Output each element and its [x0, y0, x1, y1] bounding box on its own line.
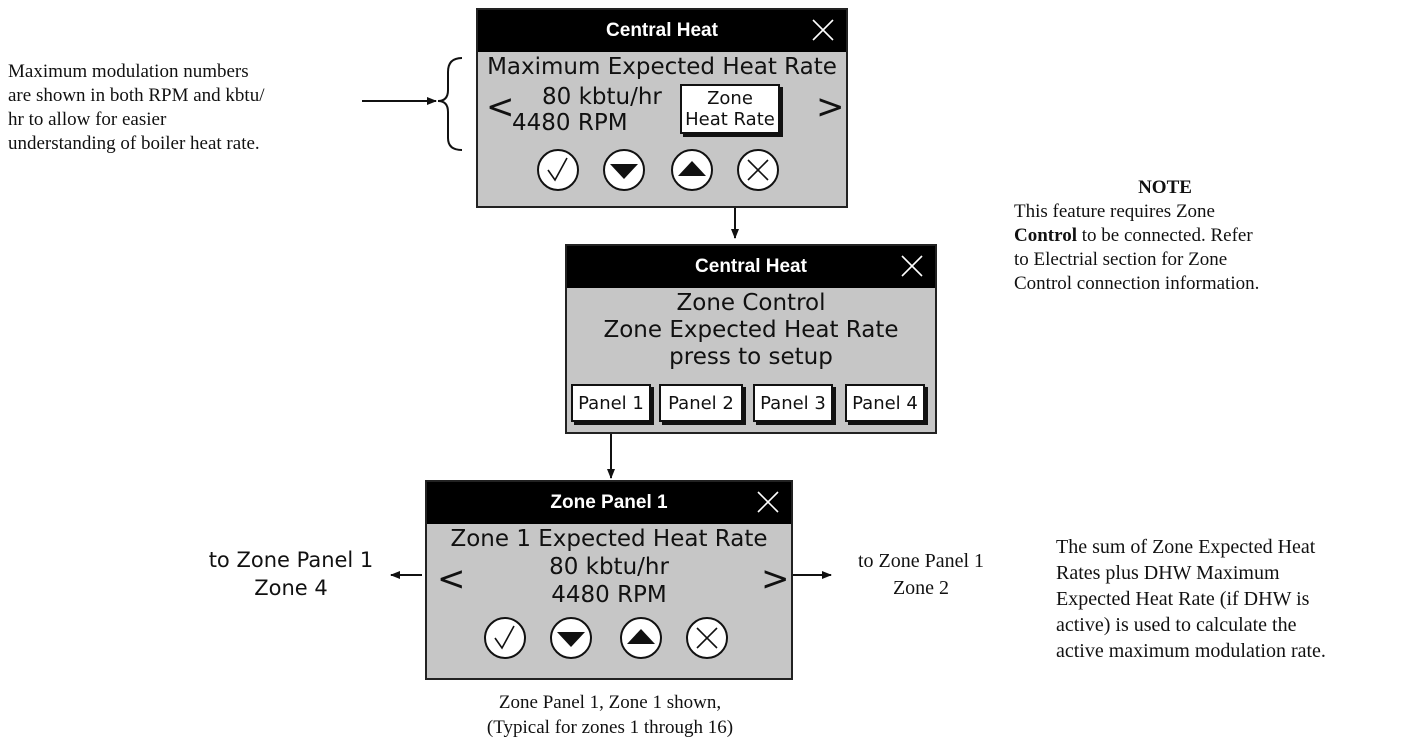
left-note-line: Maximum modulation numbers	[8, 61, 249, 82]
down-arrow-icon[interactable]	[602, 148, 646, 192]
right-nav-line: to Zone Panel 1	[857, 550, 985, 572]
screen-title: Central Heat	[606, 20, 718, 41]
note-heading: NOTE	[1138, 177, 1192, 198]
close-icon[interactable]	[810, 17, 836, 43]
caption-line: Zone Panel 1, Zone 1 shown,	[498, 692, 722, 713]
left-nav-line: to Zone Panel 1	[208, 548, 374, 572]
left-nav-line: Zone 4	[254, 576, 328, 600]
left-note-line: are shown in both RPM and kbtu/	[8, 85, 265, 106]
right-note-line: active) is used to calculate the	[1056, 614, 1297, 636]
check-icon[interactable]	[536, 148, 580, 192]
right-note-line: Rates plus DHW Maximum	[1056, 562, 1280, 584]
right-note-line: The sum of Zone Expected Heat	[1056, 536, 1316, 558]
screen-central-heat-max-rate: Central Heat Maximum Expected Heat Rate …	[476, 8, 848, 208]
note-bold-word: Control	[1014, 225, 1077, 246]
left-nav-label: to Zone Panel 1 Zone 4	[196, 546, 386, 602]
kbtu-value: 80 kbtu/hr	[549, 554, 669, 580]
rpm-value: 4480 RPM	[512, 110, 628, 136]
note-line: to Electrial section for Zone	[1014, 249, 1228, 270]
screen-title: Zone Panel 1	[550, 492, 668, 513]
right-note: The sum of Zone Expected Heat Rates plus…	[1056, 534, 1326, 664]
note-line: Control to be connected. Refer	[1014, 224, 1260, 248]
screen-central-heat-zone-control: Central Heat Zone Control Zone Expected …	[565, 244, 937, 434]
caption-line: (Typical for zones 1 through 16)	[486, 717, 734, 738]
right-nav-line: Zone 2	[892, 577, 950, 599]
screen-title: Central Heat	[695, 256, 807, 277]
left-note: Maximum modulation numbers are shown in …	[8, 60, 265, 156]
rpm-value: 4480 RPM	[551, 582, 667, 608]
panel-1-button[interactable]: Panel 1	[571, 384, 651, 422]
heading-text: Maximum Expected Heat Rate	[487, 54, 837, 80]
zone-heading-text: Zone 1 Expected Heat Rate	[450, 526, 768, 552]
check-icon[interactable]	[483, 616, 527, 660]
screen-header: Zone Panel 1	[427, 482, 791, 524]
zone-heat-rate-label-1: Zone	[707, 88, 753, 109]
zone-heat-rate-label-2: Heat Rate	[685, 109, 775, 130]
prev-arrow[interactable]: <	[486, 87, 515, 127]
note-line-rest: to be connected. Refer	[1076, 225, 1253, 246]
zone-heat-rate-button[interactable]: Zone Heat Rate	[680, 84, 780, 134]
press-setup-text: press to setup	[669, 344, 833, 370]
right-note-line: Expected Heat Rate (if DHW is	[1056, 588, 1310, 610]
note-block: NOTE This feature requires Zone Control …	[1014, 176, 1260, 296]
screen-zone-panel-1: Zone Panel 1 Zone 1 Expected Heat Rate 8…	[425, 480, 793, 680]
cancel-icon[interactable]	[736, 148, 780, 192]
up-arrow-icon[interactable]	[670, 148, 714, 192]
left-note-line: hr to allow for easier	[8, 109, 167, 130]
close-icon[interactable]	[899, 253, 925, 279]
down-arrow-icon[interactable]	[549, 616, 593, 660]
zone-expected-text: Zone Expected Heat Rate	[603, 317, 899, 343]
screen-header: Central Heat	[478, 10, 846, 52]
note-line: This feature requires Zone	[1014, 201, 1215, 222]
cancel-icon[interactable]	[685, 616, 729, 660]
prev-arrow[interactable]: <	[437, 559, 466, 599]
right-nav-label: to Zone Panel 1 Zone 2	[832, 548, 1010, 602]
close-icon[interactable]	[755, 489, 781, 515]
up-arrow-icon[interactable]	[619, 616, 663, 660]
brace	[437, 57, 463, 151]
panel-2-button[interactable]: Panel 2	[659, 384, 743, 422]
next-arrow[interactable]: >	[816, 87, 845, 127]
note-line: Control connection information.	[1014, 273, 1260, 294]
caption: Zone Panel 1, Zone 1 shown, (Typical for…	[460, 690, 760, 740]
next-arrow[interactable]: >	[761, 559, 790, 599]
screen-header: Central Heat	[567, 246, 935, 288]
left-note-line: understanding of boiler heat rate.	[8, 133, 260, 154]
panel-3-button[interactable]: Panel 3	[753, 384, 833, 422]
zone-control-text: Zone Control	[676, 290, 826, 316]
kbtu-value: 80 kbtu/hr	[542, 84, 662, 110]
panel-4-button[interactable]: Panel 4	[845, 384, 925, 422]
right-note-line: active maximum modulation rate.	[1056, 640, 1326, 662]
